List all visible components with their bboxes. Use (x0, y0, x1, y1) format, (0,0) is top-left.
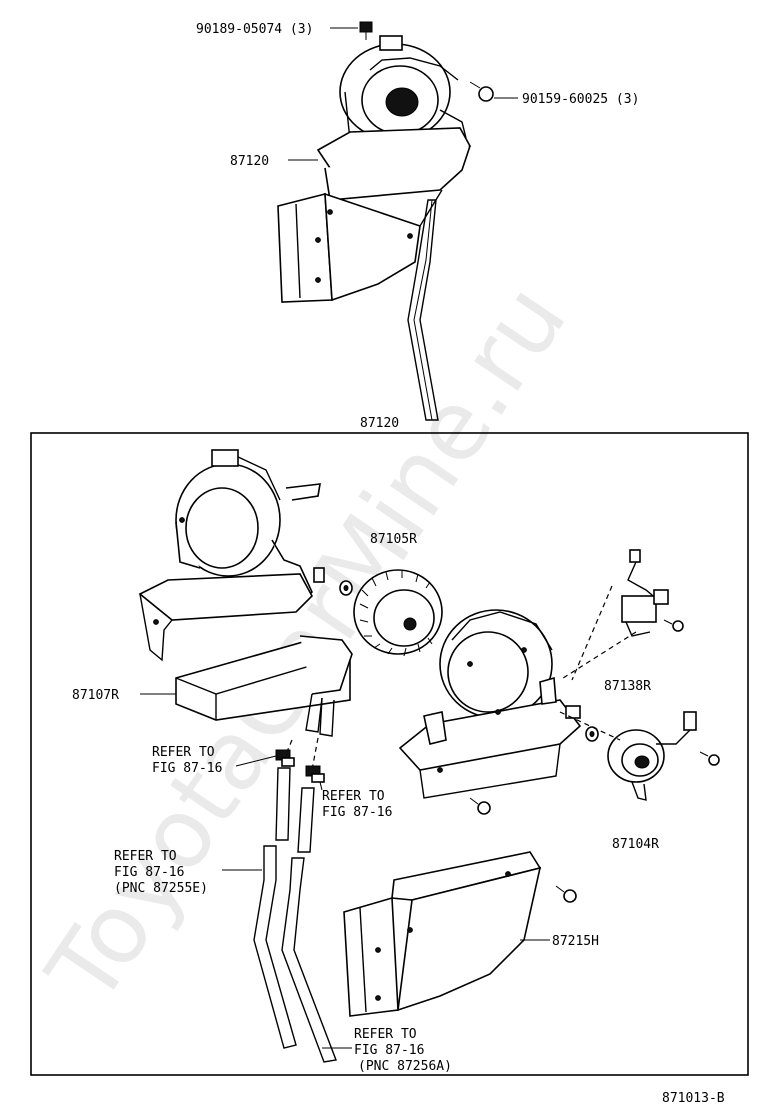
washer-icon (585, 726, 599, 742)
label-fan: 87105R (370, 532, 417, 547)
heater-hose-left (253, 767, 297, 1049)
label-screw-90159: 90159-60025 (3) (522, 92, 639, 107)
heater-unit-case (138, 449, 325, 662)
heater-core (175, 635, 353, 737)
blower-resistor (621, 549, 669, 637)
screw-icon (663, 619, 684, 632)
label-refer-c-1: REFER TO (114, 849, 177, 864)
label-refer-d-1: REFER TO (354, 1027, 417, 1042)
label-refer-c-3: (PNC 87255E) (114, 881, 208, 896)
heater-hose-right (281, 787, 337, 1063)
screw-icon (555, 885, 577, 903)
exploded-view-frame (30, 432, 749, 1076)
box-title: 87120 (360, 416, 399, 431)
label-heater-core: 87107R (72, 688, 119, 703)
label-bolt-90189: 90189-05074 (3) (196, 22, 313, 37)
label-refer-b-1: REFER TO (322, 789, 385, 804)
blower-fan (353, 569, 443, 657)
air-duct (343, 851, 542, 1017)
diagram-id: 871013-B (662, 1091, 725, 1106)
screw-icon (469, 797, 491, 815)
label-refer-b-2: FIG 87-16 (322, 805, 392, 820)
blower-motor (607, 711, 697, 801)
screw-icon (699, 751, 720, 766)
label-refer-d-3: (PNC 87256A) (358, 1059, 452, 1074)
label-refer-a-2: FIG 87-16 (152, 761, 222, 776)
label-motor: 87104R (612, 837, 659, 852)
blower-case (398, 609, 582, 799)
top-blower-assembly (277, 35, 472, 421)
label-refer-c-2: FIG 87-16 (114, 865, 184, 880)
bolt-icon (359, 21, 373, 40)
screw-icon (469, 81, 494, 102)
label-resistor: 87138R (604, 679, 651, 694)
label-assembly-top: 87120 (230, 154, 269, 169)
label-refer-a-1: REFER TO (152, 745, 215, 760)
hose-clip-icon (305, 765, 325, 783)
label-duct: 87215H (552, 934, 599, 949)
washer-icon (339, 580, 353, 596)
hose-clip-icon (275, 749, 295, 767)
label-refer-d-2: FIG 87-16 (354, 1043, 424, 1058)
